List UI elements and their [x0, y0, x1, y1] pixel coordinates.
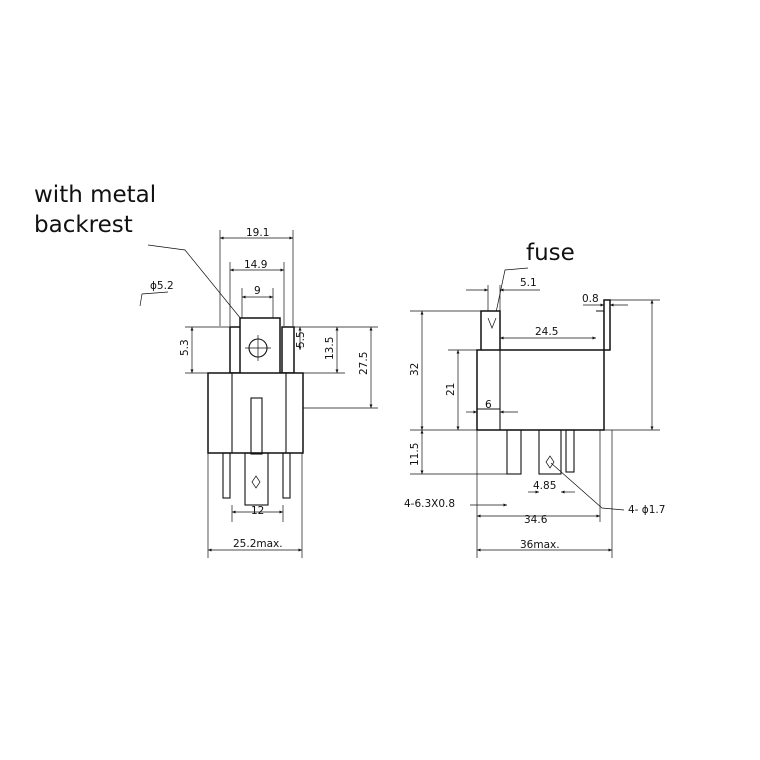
hole-diameter-label: ϕ5.2	[150, 280, 174, 292]
dim-25-2max: 25.2max.	[233, 538, 283, 550]
fuse-tab	[480, 310, 501, 354]
front-housing	[207, 372, 304, 454]
dim-11-5: 11.5	[409, 443, 421, 466]
dim-9: 9	[254, 285, 261, 297]
dim-34-6: 34.6	[524, 514, 548, 526]
dim-21: 21	[445, 383, 457, 396]
side-terminal-3	[565, 429, 575, 473]
metal-backrest-leader	[147, 244, 251, 331]
dim-24-5: 24.5	[535, 326, 558, 338]
dim-19-1: 19.1	[246, 227, 269, 239]
pin-hole-leader	[550, 462, 625, 511]
dim-6: 6	[485, 399, 492, 411]
dim-5-1: 5.1	[520, 277, 537, 289]
side-view: 5.1 0.8 24.5 6 4.85 4-6.3X0.8 34.6 36max…	[404, 277, 665, 558]
fuse-leader	[493, 267, 529, 323]
dim-5-5: 5.5	[295, 331, 307, 348]
center-slot	[250, 397, 263, 455]
metal-bracket	[596, 310, 605, 350]
dim-4-85: 4.85	[533, 480, 556, 492]
terminal-2	[244, 452, 269, 506]
bracket-plate	[603, 299, 611, 351]
side-terminal-2	[538, 429, 562, 475]
dim-0-8: 0.8	[582, 293, 599, 305]
terminal-1	[222, 452, 231, 499]
terminal-3	[282, 452, 291, 499]
dim-32: 32	[409, 363, 421, 376]
terminal-spec-label: 4-6.3X0.8	[404, 498, 455, 510]
side-housing	[476, 349, 605, 431]
hole-leader	[139, 291, 169, 307]
dim-13-5: 13.5	[324, 337, 336, 360]
metal-backrest-plate	[239, 317, 281, 377]
pin-hole-label: 4- ϕ1.7	[628, 504, 665, 516]
dim-12: 12	[251, 505, 264, 517]
callout-line-1: with metal	[34, 182, 157, 208]
callout-fuse: fuse	[526, 240, 575, 266]
dim-36max: 36max.	[520, 539, 560, 551]
callout-leaders	[139, 244, 529, 331]
dim-27-5: 27.5	[358, 352, 370, 375]
front-view: 19.1 14.9 9 12 25.2max. 5.3 5.5 13.5 27.…	[150, 227, 378, 558]
right-tab	[281, 326, 295, 374]
callout-metal-backrest: with metal backrest	[34, 180, 156, 240]
side-terminal-1	[506, 429, 522, 475]
dim-5-3: 5.3	[179, 339, 191, 356]
dim-14-9: 14.9	[244, 259, 267, 271]
callout-line-2: backrest	[34, 212, 133, 238]
